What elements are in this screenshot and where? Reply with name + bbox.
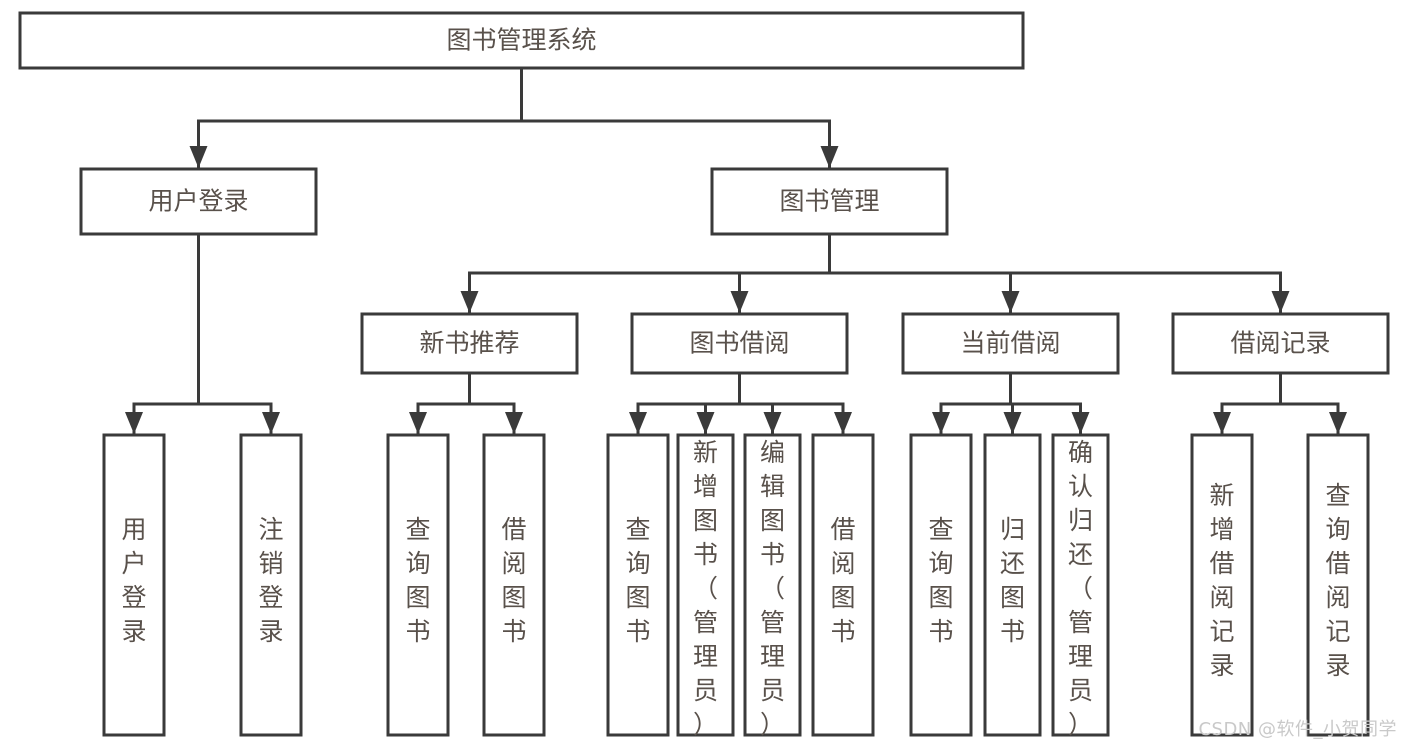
node-label: 图书借阅 [689,329,789,358]
node-leaf-query-book-2[interactable]: 查询图书 [606,433,670,737]
node-leaf-user-login[interactable]: 用户登录 [102,433,166,737]
node-box [811,433,875,737]
node-book-borrow[interactable]: 图书借阅 [630,312,849,375]
arrow-head-icon [763,412,782,434]
node-box [676,433,735,737]
node-leaf-logout[interactable]: 注销登录 [239,433,303,737]
node-label: 图书管理 [779,187,879,216]
arrow-head-icon [262,412,280,434]
arrow-head-icon [1271,291,1290,313]
node-borrow-record[interactable]: 借阅记录 [1171,312,1390,375]
connectors-layer [125,66,1347,435]
node-label: 用户登录 [121,515,146,646]
node-box [482,433,546,737]
watermark-label: CSDN @软件_小贺同学 [1198,719,1397,740]
node-label: 归还图书 [1000,515,1025,646]
node-box [983,433,1042,737]
node-label: 查询图书 [928,515,953,646]
node-leaf-return-book[interactable]: 归还图书 [983,433,1042,737]
arrow-head-icon [189,146,208,168]
node-box [630,312,849,375]
node-label: 借阅记录 [1230,329,1330,358]
node-label: 查询图书 [405,515,430,646]
node-book-management[interactable]: 图书管理 [710,167,949,236]
node-new-book-recommend[interactable]: 新书推荐 [360,312,579,375]
node-box [79,167,318,236]
arrow-head-icon [820,146,839,168]
arrow-head-icon [409,412,427,434]
arrow-head-icon [696,412,715,434]
arrow-head-icon [1001,291,1020,313]
arrow-head-icon [730,291,749,313]
node-box [239,433,303,737]
node-box [710,167,949,236]
node-label: 用户登录 [148,187,248,216]
node-box [18,11,1025,70]
node-box [1171,312,1390,375]
node-box [909,433,973,737]
node-box [360,312,579,375]
node-leaf-add-borrow-record[interactable]: 新增借阅记录 [1190,433,1254,737]
node-label: 编辑图书（管理员） [760,438,785,739]
node-label: 当前借阅 [960,329,1060,358]
arrow-head-icon [125,412,143,434]
node-box [901,312,1120,375]
node-current-borrow[interactable]: 当前借阅 [901,312,1120,375]
arrow-head-icon [1003,412,1022,434]
arrow-head-icon [505,412,523,434]
node-leaf-confirm-return-admin[interactable]: 确认归还（管理员） [1051,433,1110,739]
node-leaf-edit-book-admin[interactable]: 编辑图书（管理员） [743,433,802,739]
arrow-head-icon [460,291,479,313]
node-leaf-borrow-book-2[interactable]: 借阅图书 [811,433,875,737]
arrow-head-icon [932,412,950,434]
node-leaf-query-borrow-record[interactable]: 查询借阅记录 [1306,433,1370,737]
node-label: 图书管理系统 [446,26,596,55]
node-user-login[interactable]: 用户登录 [79,167,318,236]
node-box [102,433,166,737]
arrow-head-icon [834,412,852,434]
node-leaf-borrow-book-1[interactable]: 借阅图书 [482,433,546,737]
arrow-head-icon [1213,412,1231,434]
node-box [1051,433,1110,737]
node-root[interactable]: 图书管理系统 [18,11,1025,70]
node-box [743,433,802,737]
node-label: 查询借阅记录 [1325,481,1350,680]
node-label: 借阅图书 [501,515,526,646]
arrow-head-icon [1071,412,1090,434]
arrow-head-icon [1329,412,1347,434]
node-box [1190,433,1254,737]
node-label: 借阅图书 [830,515,855,646]
node-leaf-query-book-1[interactable]: 查询图书 [386,433,450,737]
node-leaf-add-book-admin[interactable]: 新增图书（管理员） [676,433,735,739]
node-box [606,433,670,737]
node-label: 注销登录 [258,515,283,646]
node-box [1306,433,1370,737]
node-label: 查询图书 [625,515,650,646]
node-box [386,433,450,737]
node-label: 新增借阅记录 [1209,481,1234,680]
nodes-layer: 图书管理系统用户登录图书管理新书推荐图书借阅当前借阅借阅记录用户登录注销登录查询… [18,11,1390,739]
node-label: 新增图书（管理员） [693,438,718,739]
arrow-head-icon [629,412,647,434]
node-label: 新书推荐 [419,329,519,358]
node-label: 确认归还（管理员） [1068,438,1093,739]
node-leaf-query-book-3[interactable]: 查询图书 [909,433,973,737]
